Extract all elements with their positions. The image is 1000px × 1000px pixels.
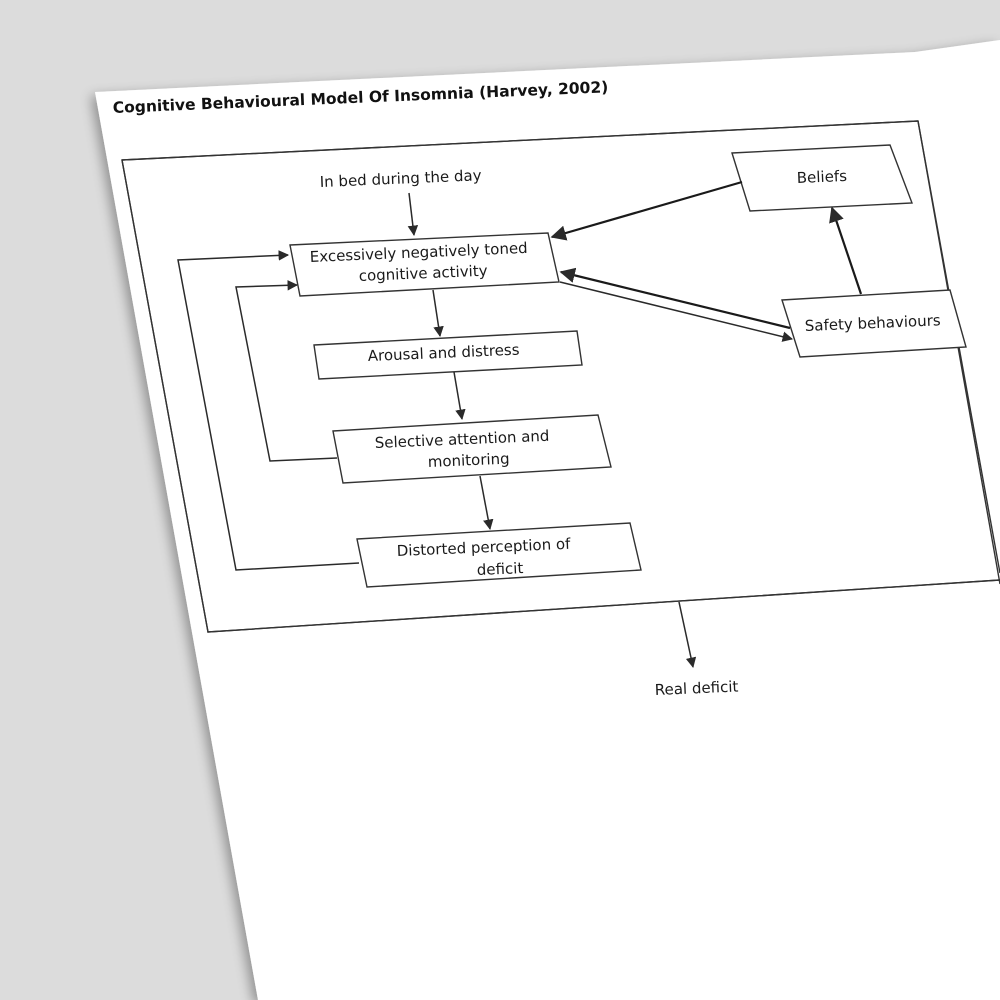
node-arousal: Arousal and distress xyxy=(313,330,583,380)
svg-text:Real deficit: Real deficit xyxy=(654,678,738,699)
edge-negative-to-safety xyxy=(559,281,794,342)
edge-beliefs-to-negative xyxy=(550,180,743,241)
edge-safety-to-beliefs xyxy=(829,206,863,295)
edge-frame-to-real-deficit xyxy=(678,601,697,669)
svg-text:Safety behaviours: Safety behaviours xyxy=(804,311,941,335)
edge-attention-loop-to-negative xyxy=(235,280,338,462)
node-negative-activity: Excessively negatively toned cognitive a… xyxy=(289,232,560,297)
edge-attention-to-distorted xyxy=(479,475,494,531)
edge-distorted-loop-to-negative xyxy=(177,250,360,571)
node-real-deficit: Real deficit xyxy=(654,678,738,699)
edge-negative-to-arousal xyxy=(432,289,444,338)
svg-text:cognitive activity: cognitive activity xyxy=(358,262,488,285)
node-safety-behaviours: Safety behaviours xyxy=(781,289,967,358)
edge-arousal-to-attention xyxy=(453,371,466,421)
node-distorted-perception: Distorted perception of deficit xyxy=(356,522,642,588)
node-beliefs: Beliefs xyxy=(731,144,913,212)
edge-safety-to-negative xyxy=(559,267,791,330)
svg-text:monitoring: monitoring xyxy=(427,450,510,471)
node-selective-attention: Selective attention and monitoring xyxy=(332,414,612,484)
edge-inbed-to-negative xyxy=(407,192,419,237)
svg-text:Beliefs: Beliefs xyxy=(796,167,847,187)
svg-text:deficit: deficit xyxy=(476,559,523,579)
